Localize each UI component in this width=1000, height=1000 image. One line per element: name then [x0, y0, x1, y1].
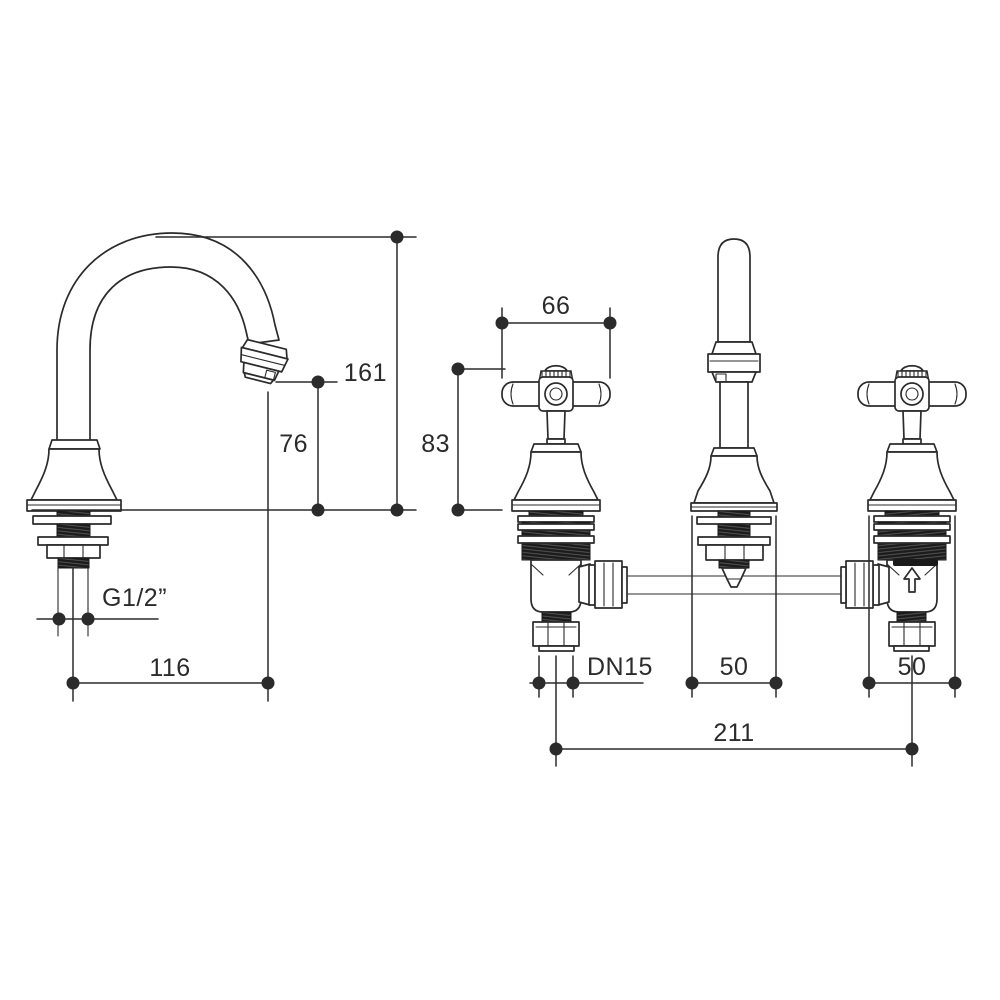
front-view-spout [690, 238, 778, 588]
dim-hole-size-right: 50 [898, 653, 927, 681]
spout-tube-outline [56, 232, 280, 442]
dim-spout-outlet-height: 76 [279, 430, 308, 458]
spout-fixing-shank [32, 510, 112, 637]
dim-pipe-size: DN15 [587, 653, 653, 681]
valve-body [530, 559, 582, 613]
spout-front-shank [696, 510, 772, 588]
dim-spout-reach: 116 [149, 654, 190, 682]
spout-base-collar [48, 439, 101, 450]
dim-spout-overall-height: 161 [344, 359, 387, 387]
spout-aerator [240, 338, 289, 385]
valve-microtext-marking [893, 559, 938, 566]
side-view-spout [26, 232, 289, 637]
left-valve [501, 364, 628, 652]
valve-bell [513, 451, 599, 501]
valve-shank [517, 510, 595, 561]
dim-hole-size-middle: 50 [720, 653, 749, 681]
flow-direction-arrow-icon [903, 567, 921, 593]
spout-front-tube [717, 238, 751, 343]
dim-inlet-thread: G1/2” [102, 584, 167, 612]
spout-front-bell [693, 455, 775, 504]
spout-base-bell [30, 448, 118, 501]
dimension-annotations: 161 76 G1/2” 116 6 [31, 230, 962, 767]
valve-bottom-outlet [532, 611, 580, 652]
right-valve [840, 364, 967, 652]
dim-valve-height: 83 [421, 430, 450, 458]
dim-handle-width: 66 [542, 292, 571, 320]
dim-valve-centres: 211 [713, 719, 754, 747]
valve-side-elbow [578, 560, 628, 609]
